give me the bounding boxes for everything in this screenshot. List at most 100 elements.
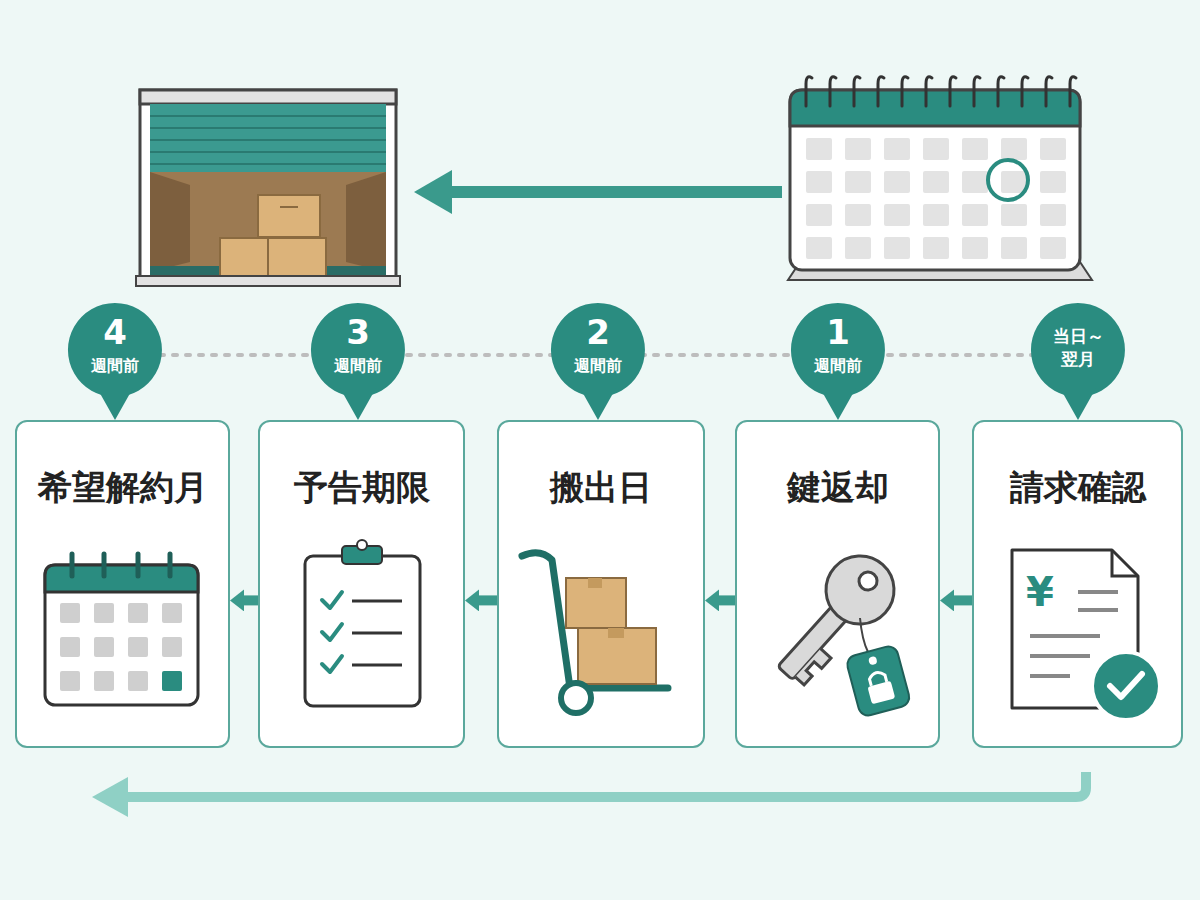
calendar-cell bbox=[845, 204, 871, 226]
badge-pointer bbox=[820, 388, 856, 420]
calendar-cell bbox=[923, 171, 949, 193]
shutter-stripe bbox=[150, 115, 386, 117]
unit-top-bar bbox=[140, 90, 396, 104]
clipboard-board bbox=[305, 556, 420, 706]
desk-calendar bbox=[788, 77, 1092, 280]
icon-calendar-grid bbox=[60, 603, 182, 691]
cardboard-box bbox=[220, 238, 268, 278]
calendar-header bbox=[790, 90, 1080, 126]
icon-calendar-ring bbox=[136, 554, 141, 576]
icon-calendar-header bbox=[45, 565, 198, 592]
badge-number: 3 bbox=[310, 312, 406, 352]
icon-calendar-cell bbox=[128, 603, 148, 623]
calendar-ring bbox=[950, 77, 956, 106]
badge-pointer bbox=[340, 388, 376, 420]
badge-text: 週間前 bbox=[550, 356, 646, 376]
badge-pointer bbox=[1060, 388, 1096, 420]
truck-frame bbox=[522, 553, 668, 688]
calendar-grid bbox=[806, 138, 1066, 259]
timing-badge: 3 週間前 bbox=[310, 302, 406, 422]
flow-arrow bbox=[479, 595, 497, 605]
calendar-cell bbox=[1040, 204, 1066, 226]
calendar-ring bbox=[926, 77, 932, 106]
unit-shutter bbox=[150, 104, 386, 172]
calendar-icon bbox=[45, 554, 198, 705]
calendar-ring bbox=[878, 77, 884, 106]
icon-calendar-cell bbox=[128, 637, 148, 657]
icon-calendar-cell bbox=[94, 603, 114, 623]
truck-wheel bbox=[561, 683, 591, 713]
return-arrow-head bbox=[92, 777, 128, 817]
calendar-ring bbox=[998, 77, 1004, 106]
calendar-ring bbox=[830, 77, 836, 106]
icon-calendar-cell bbox=[162, 637, 182, 657]
icon-calendar-ring bbox=[168, 554, 173, 576]
badge-text: 週間前 bbox=[67, 356, 163, 376]
flow-arrow bbox=[719, 595, 735, 605]
calendar-cell bbox=[884, 138, 910, 160]
icon-calendar-cell bbox=[94, 671, 114, 691]
badge-circle bbox=[1031, 303, 1125, 397]
invoice-line bbox=[1030, 674, 1070, 678]
unit-base bbox=[136, 276, 400, 286]
step-title: 鍵返却 bbox=[737, 466, 938, 508]
calendar-ring bbox=[1022, 77, 1028, 106]
hand-truck-icon bbox=[522, 553, 668, 713]
key-icon bbox=[760, 542, 912, 718]
flow-arrow bbox=[954, 595, 972, 605]
calendar-cell bbox=[923, 204, 949, 226]
clipboard-clip-hole bbox=[357, 540, 367, 550]
calendar-cell bbox=[845, 237, 871, 259]
invoice-icon bbox=[1012, 550, 1160, 720]
badge-text: 当日～ 翌月 bbox=[1047, 325, 1109, 371]
badge-text: 週間前 bbox=[310, 356, 406, 376]
calendar-cell bbox=[1001, 237, 1027, 259]
key-hole bbox=[855, 568, 880, 593]
calendar-cell bbox=[1001, 138, 1027, 160]
calendar-ring bbox=[806, 77, 812, 106]
box-tape bbox=[588, 578, 602, 588]
invoice-line bbox=[1030, 654, 1090, 658]
timing-badge: 1週間前 bbox=[790, 302, 886, 422]
shutter-stripe bbox=[150, 127, 386, 129]
step-title: 希望解約月 bbox=[17, 466, 228, 508]
step-box: 希望解約月 bbox=[15, 420, 230, 748]
step-box: 予告期限 bbox=[258, 420, 465, 748]
step-box: 鍵返却 bbox=[735, 420, 940, 748]
calendar-cell bbox=[806, 204, 832, 226]
calendar-cell bbox=[962, 171, 988, 193]
icon-calendar-cell bbox=[162, 603, 182, 623]
calendar-ring bbox=[902, 77, 908, 106]
clipboard-icon bbox=[305, 540, 420, 706]
list-line bbox=[352, 632, 402, 635]
calendar-rings bbox=[806, 77, 1076, 106]
calendar-cell bbox=[806, 237, 832, 259]
calendar-cell bbox=[1040, 237, 1066, 259]
icon-calendar-ring bbox=[70, 554, 75, 576]
badge-number: 2 bbox=[550, 312, 646, 352]
icon-calendar-cell bbox=[60, 671, 80, 691]
step-title: 請求確認 bbox=[974, 466, 1181, 508]
calendar-cell bbox=[962, 237, 988, 259]
timing-badge: 2 週間前 bbox=[550, 302, 646, 422]
icon-calendar-ring bbox=[102, 554, 107, 576]
calendar-cell bbox=[962, 138, 988, 160]
timing-badge: 4週間前 bbox=[67, 302, 163, 422]
unit-right-wall bbox=[346, 172, 386, 272]
key-teeth bbox=[795, 649, 831, 687]
unit-left-wall bbox=[150, 172, 190, 272]
shutter-stripe bbox=[150, 163, 386, 165]
check-badge-mark bbox=[1110, 674, 1142, 697]
cardboard-box bbox=[268, 238, 326, 278]
calendar-cell bbox=[884, 204, 910, 226]
calendar-body bbox=[790, 90, 1080, 270]
box-handle bbox=[280, 206, 298, 208]
key-head bbox=[812, 542, 908, 638]
check-mark bbox=[322, 592, 342, 608]
badge-pointer bbox=[97, 388, 133, 420]
calendar-cell bbox=[845, 138, 871, 160]
calendar-cell bbox=[806, 138, 832, 160]
invoice-line bbox=[1078, 590, 1118, 594]
cardboard-box bbox=[566, 578, 626, 628]
